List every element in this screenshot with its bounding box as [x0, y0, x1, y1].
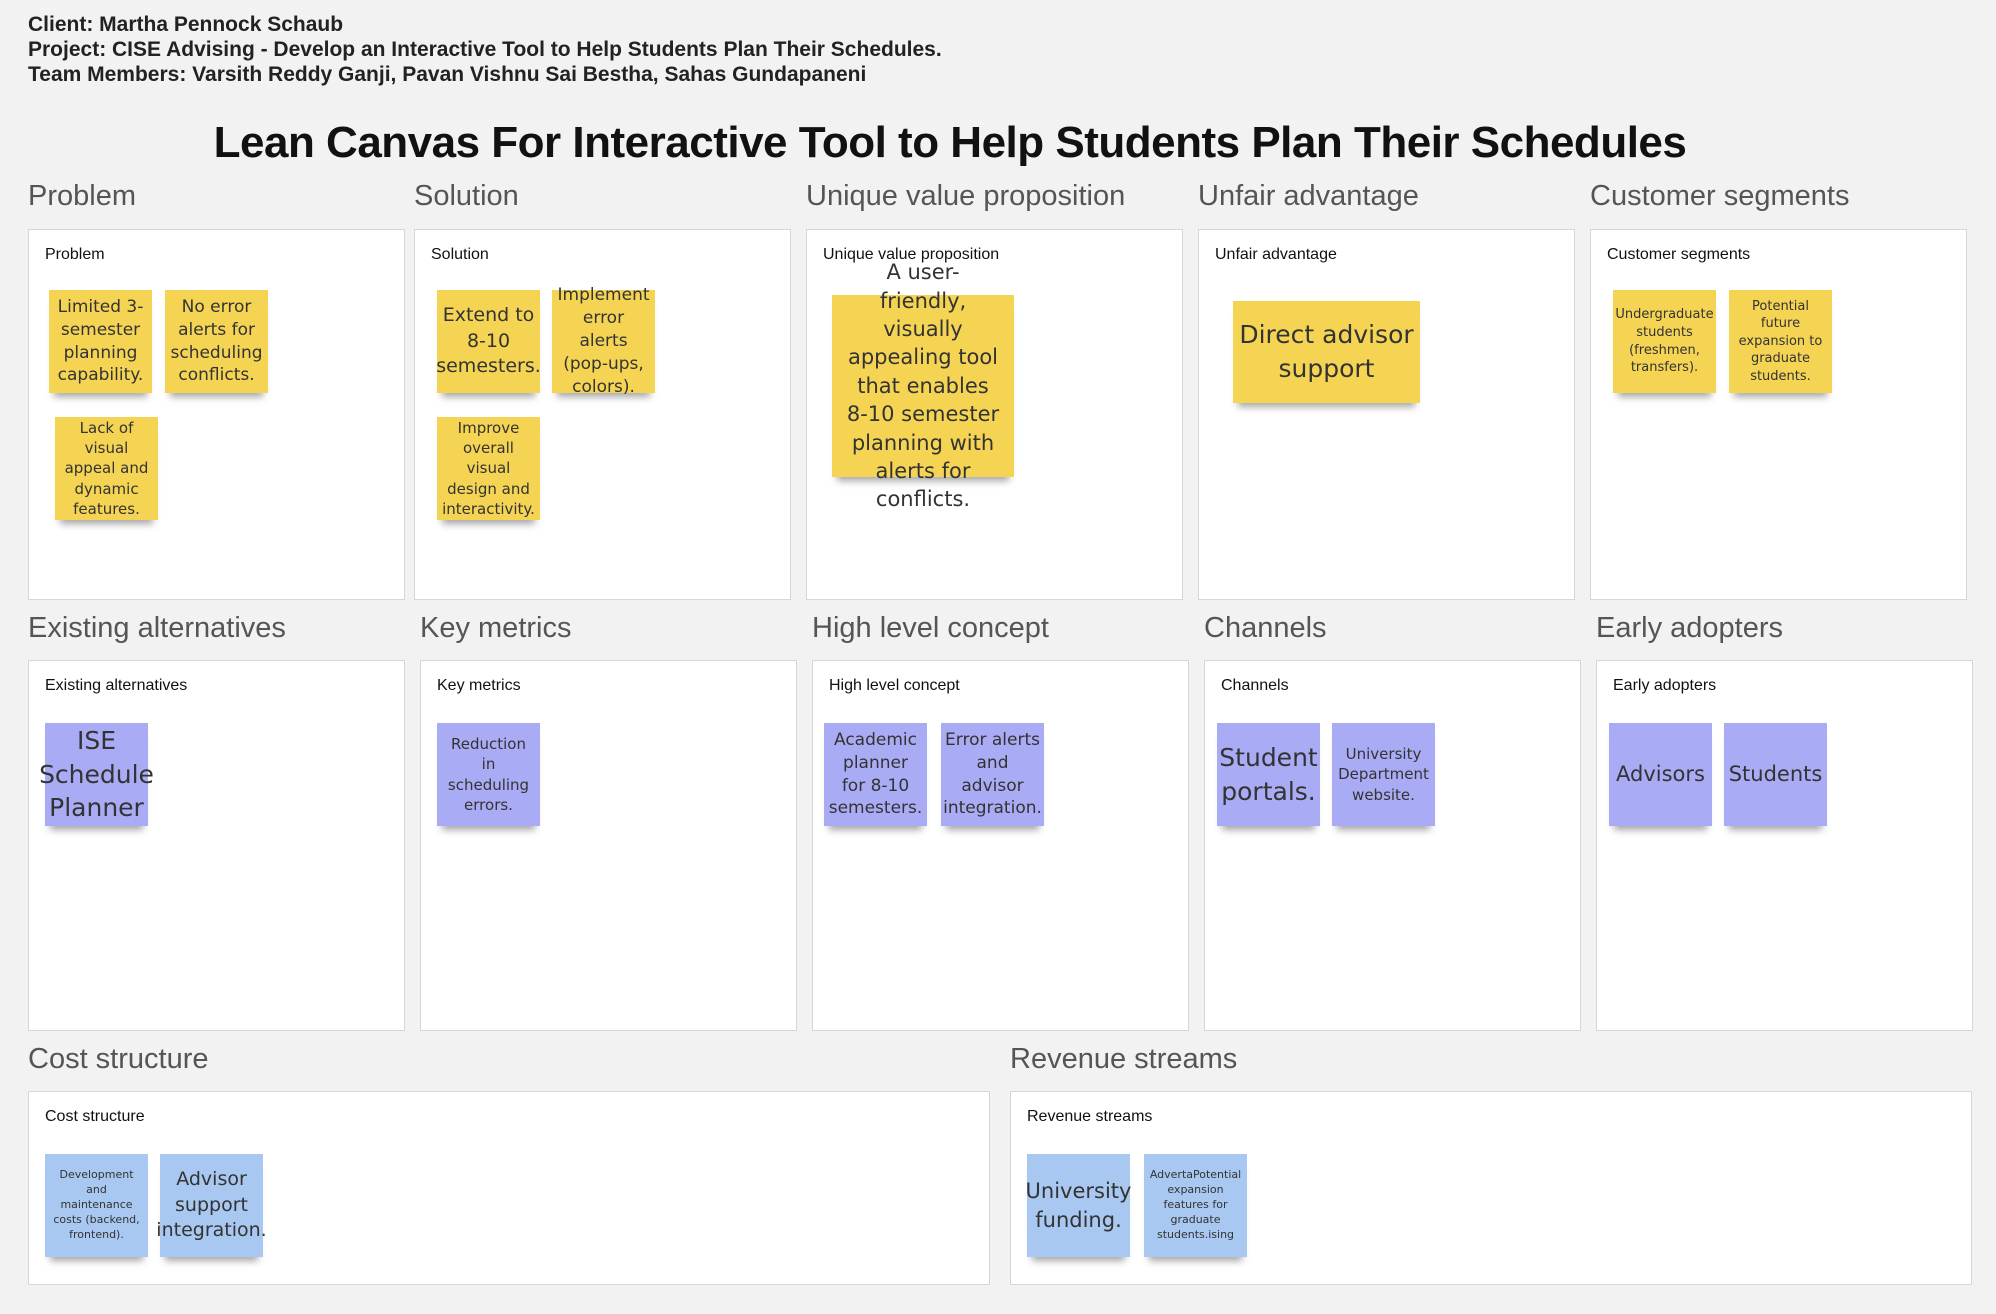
unfair-label: Unfair advantage [1215, 246, 1337, 263]
revenue-heading: Revenue streams [1010, 1043, 1238, 1075]
segments-label: Customer segments [1607, 246, 1751, 263]
project-line: Project: CISE Advising - Develop an Inte… [28, 38, 942, 61]
project-info: Client: Martha Pennock Schaub Project: C… [28, 12, 942, 87]
solution-label: Solution [431, 246, 489, 263]
sticky-note[interactable]: Potential future expansion to graduate s… [1729, 290, 1832, 393]
channels-heading: Channels [1204, 612, 1327, 644]
concept-panel[interactable]: High level concept Academic planner for … [812, 660, 1189, 1031]
cost-panel[interactable]: Cost structure Development and maintenan… [28, 1091, 990, 1285]
sticky-note[interactable]: Student portals. [1217, 723, 1320, 826]
adopters-panel[interactable]: Early adopters Advisors Students [1596, 660, 1973, 1031]
segments-heading: Customer segments [1590, 180, 1850, 212]
sticky-note[interactable]: Error alerts and advisor integration. [941, 723, 1044, 826]
sticky-note[interactable]: Advisors [1609, 723, 1712, 826]
canvas-title: Lean Canvas For Interactive Tool to Help… [213, 118, 1687, 167]
uvp-heading: Unique value proposition [806, 180, 1126, 212]
sticky-note[interactable]: Academic planner for 8-10 semesters. [824, 723, 927, 826]
alternatives-heading: Existing alternatives [28, 612, 286, 644]
solution-heading: Solution [414, 180, 519, 212]
sticky-note[interactable]: A user-friendly, visually appealing tool… [832, 260, 1014, 511]
sticky-note[interactable]: Implement error alerts (pop-ups, colors)… [552, 285, 655, 397]
concept-label: High level concept [829, 677, 960, 694]
segments-panel[interactable]: Customer segments Undergraduate students… [1590, 229, 1967, 600]
revenue-panel[interactable]: Revenue streams University funding. Adve… [1010, 1091, 1972, 1285]
channels-panel[interactable]: Channels Student portals. University Dep… [1204, 660, 1581, 1031]
client-line: Client: Martha Pennock Schaub [28, 13, 344, 36]
cost-label: Cost structure [45, 1108, 145, 1125]
sticky-note[interactable]: Advisor support integration. [156, 1154, 267, 1257]
sticky-note[interactable]: University funding. [1026, 1154, 1131, 1257]
sticky-note[interactable]: University Department website. [1332, 723, 1435, 826]
problem-label: Problem [45, 246, 105, 263]
concept-heading: High level concept [812, 612, 1049, 644]
sticky-note[interactable]: Extend to 8-10 semesters. [436, 290, 541, 393]
uvp-label: Unique value proposition [823, 246, 1000, 263]
metrics-heading: Key metrics [420, 612, 572, 644]
unfair-panel[interactable]: Unfair advantage Direct advisor support [1198, 229, 1575, 600]
revenue-label: Revenue streams [1027, 1108, 1153, 1125]
team-line: Team Members: Varsith Reddy Ganji, Pavan… [28, 63, 867, 86]
metrics-label: Key metrics [437, 677, 521, 694]
sticky-note[interactable]: No error alerts for scheduling conflicts… [165, 290, 268, 393]
metrics-panel[interactable]: Key metrics Reduction in scheduling erro… [420, 660, 797, 1031]
problem-heading: Problem [28, 180, 136, 212]
adopters-label: Early adopters [1613, 677, 1717, 694]
sticky-note[interactable]: Limited 3-semester planning capability. [49, 290, 152, 393]
problem-panel[interactable]: Problem Limited 3-semester planning capa… [28, 229, 405, 600]
sticky-note[interactable]: Direct advisor support [1233, 301, 1420, 403]
adopters-heading: Early adopters [1596, 612, 1783, 644]
sticky-note[interactable]: Lack of visual appeal and dynamic featur… [55, 417, 158, 520]
sticky-note[interactable]: Development and maintenance costs (backe… [45, 1154, 148, 1257]
sticky-note[interactable]: Students [1724, 723, 1827, 826]
uvp-panel[interactable]: Unique value proposition A user-friendly… [806, 229, 1183, 600]
solution-panel[interactable]: Solution Extend to 8-10 semesters. Imple… [414, 229, 791, 600]
sticky-note[interactable]: Reduction in scheduling errors. [437, 723, 540, 826]
channels-label: Channels [1221, 677, 1289, 694]
cost-heading: Cost structure [28, 1043, 209, 1075]
alternatives-label: Existing alternatives [45, 677, 188, 694]
sticky-note[interactable]: Improve overall visual design and intera… [437, 417, 540, 520]
sticky-note[interactable]: Undergraduate students (freshmen, transf… [1613, 290, 1716, 393]
unfair-heading: Unfair advantage [1198, 180, 1419, 212]
alternatives-panel[interactable]: Existing alternatives ISE Schedule Plann… [28, 660, 405, 1031]
sticky-note[interactable]: AdvertaPotential expansion features for … [1144, 1154, 1247, 1257]
sticky-note[interactable]: ISE Schedule Planner [39, 723, 154, 826]
